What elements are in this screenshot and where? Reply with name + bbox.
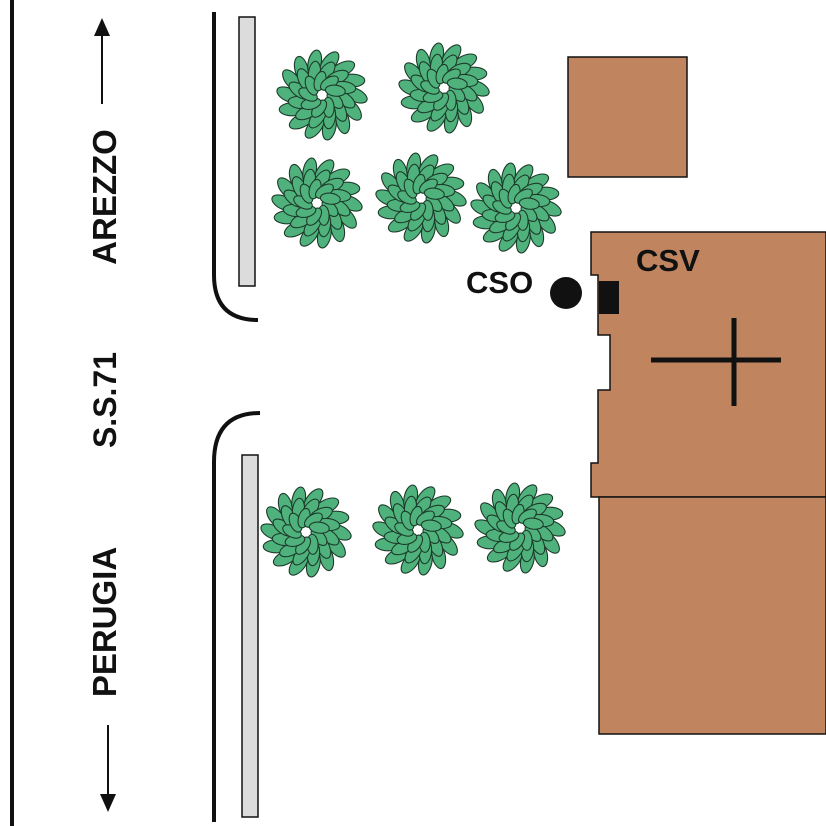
csv-label: CSV: [636, 243, 700, 278]
building-csv: [590, 231, 826, 498]
tree-icon: [395, 41, 493, 135]
road-junction-curve-north: [212, 274, 259, 322]
road-name-label: S.S.71: [87, 352, 123, 448]
trees-group: [257, 41, 569, 579]
tree-icon: [471, 481, 569, 575]
cso-label: CSO: [466, 265, 533, 300]
cross-icon: [651, 318, 781, 406]
cso-marker-icon: [550, 277, 582, 309]
tree-icon: [268, 156, 366, 250]
direction-label-perugia: PERUGIA: [86, 547, 123, 697]
tree-icon: [273, 48, 371, 142]
arrow-up-icon: [94, 18, 110, 104]
arrow-down-icon: [100, 725, 116, 812]
kerb-strip-south: [241, 454, 259, 818]
building-small: [567, 56, 688, 178]
road-junction-curve-south: [212, 411, 261, 463]
building-south: [598, 496, 826, 735]
tree-icon: [369, 483, 467, 577]
tree-icon: [257, 485, 355, 579]
csv-marker-icon: [599, 281, 619, 314]
tree-icon: [467, 161, 565, 255]
direction-label-arezzo: AREZZO: [86, 129, 123, 265]
tree-icon: [372, 151, 470, 245]
kerb-strip-north: [238, 16, 256, 287]
